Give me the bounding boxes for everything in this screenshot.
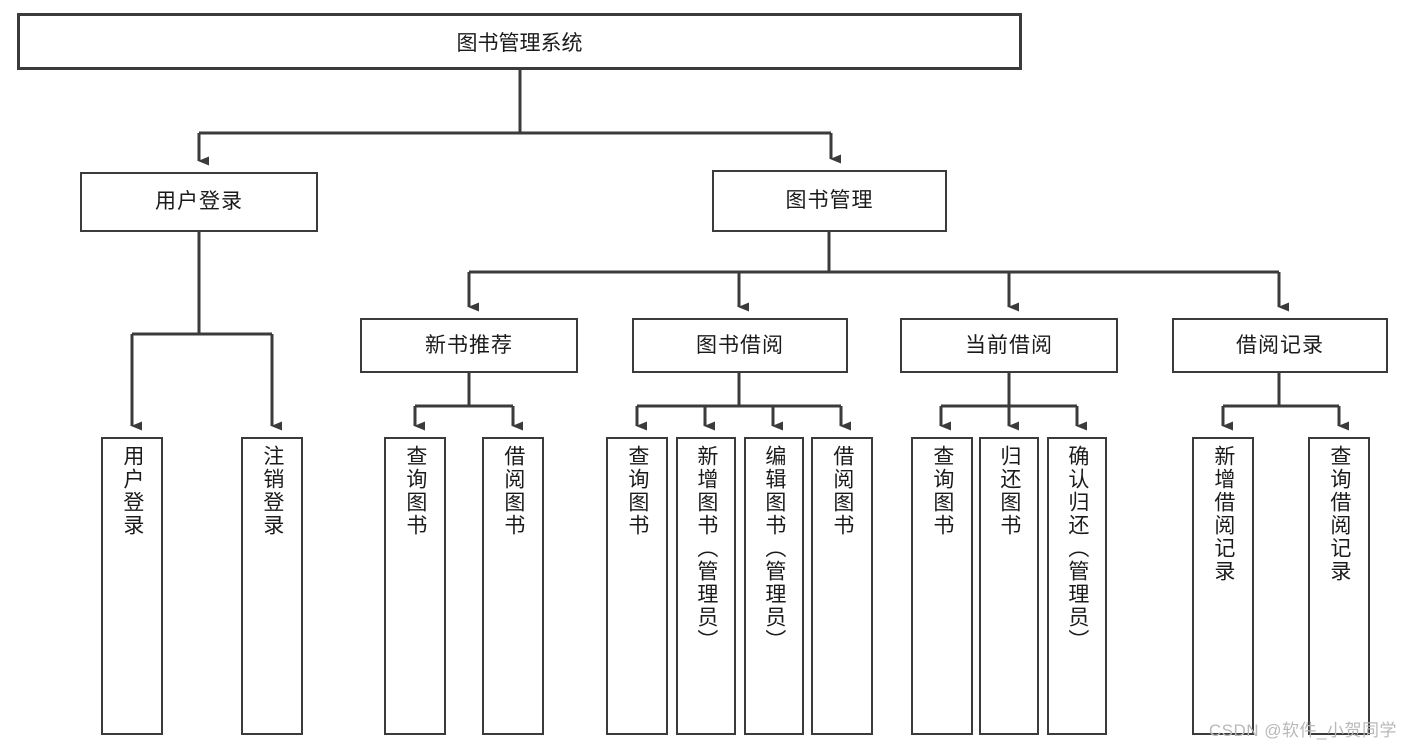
watermark: CSDN @软件_小贺同学	[1208, 721, 1397, 740]
leaf-add-book-admin[interactable]: 新增图书（管理员）	[676, 437, 736, 735]
leaf-borrow-book[interactable]: 借阅图书	[811, 437, 873, 735]
leaf-query-borrow-record[interactable]: 查询借阅记录	[1308, 437, 1370, 735]
node-label: 注销登录	[260, 445, 284, 537]
node-label: 用户登录	[120, 445, 144, 537]
node-label: 用户登录	[155, 190, 243, 214]
node-new-book-recommend[interactable]: 新书推荐	[360, 318, 578, 373]
leaf-add-borrow-record[interactable]: 新增借阅记录	[1192, 437, 1254, 735]
node-book-borrow[interactable]: 图书借阅	[632, 318, 848, 373]
node-label: 当前借阅	[965, 333, 1053, 357]
node-label: 借阅记录	[1236, 333, 1324, 357]
leaf-query-book-recommend[interactable]: 查询图书	[384, 437, 446, 735]
leaf-edit-book-admin[interactable]: 编辑图书（管理员）	[744, 437, 804, 735]
node-root-book-management-system[interactable]: 图书管理系统	[17, 13, 1022, 70]
node-label: 查询图书	[930, 445, 954, 537]
node-label: 查询图书	[403, 445, 427, 537]
node-label: 图书借阅	[696, 333, 784, 357]
node-label: 查询借阅记录	[1327, 445, 1351, 583]
node-user-login[interactable]: 用户登录	[80, 172, 318, 232]
node-current-borrow[interactable]: 当前借阅	[900, 318, 1118, 373]
node-borrow-record[interactable]: 借阅记录	[1172, 318, 1388, 373]
leaf-query-book-current[interactable]: 查询图书	[911, 437, 973, 735]
node-label: 图书管理	[785, 189, 874, 213]
node-label: 借阅图书	[830, 445, 854, 537]
leaf-query-book-borrow[interactable]: 查询图书	[606, 437, 668, 735]
node-label: 编辑图书（管理员）	[762, 445, 786, 652]
leaf-confirm-return-admin[interactable]: 确认归还（管理员）	[1047, 437, 1107, 735]
leaf-user-login[interactable]: 用户登录	[101, 437, 163, 735]
node-label: 新增借阅记录	[1211, 445, 1235, 583]
node-label: 新书推荐	[425, 333, 513, 357]
node-label: 新增图书（管理员）	[694, 445, 718, 652]
leaf-borrow-book-recommend[interactable]: 借阅图书	[482, 437, 544, 735]
node-label: 图书管理系统	[456, 31, 583, 55]
node-label: 借阅图书	[501, 445, 525, 537]
node-book-management[interactable]: 图书管理	[712, 170, 947, 232]
node-label: 归还图书	[997, 445, 1021, 537]
node-label: 确认归还（管理员）	[1065, 445, 1089, 652]
leaf-logout[interactable]: 注销登录	[241, 437, 303, 735]
node-label: 查询图书	[625, 445, 649, 537]
leaf-return-book[interactable]: 归还图书	[979, 437, 1039, 735]
